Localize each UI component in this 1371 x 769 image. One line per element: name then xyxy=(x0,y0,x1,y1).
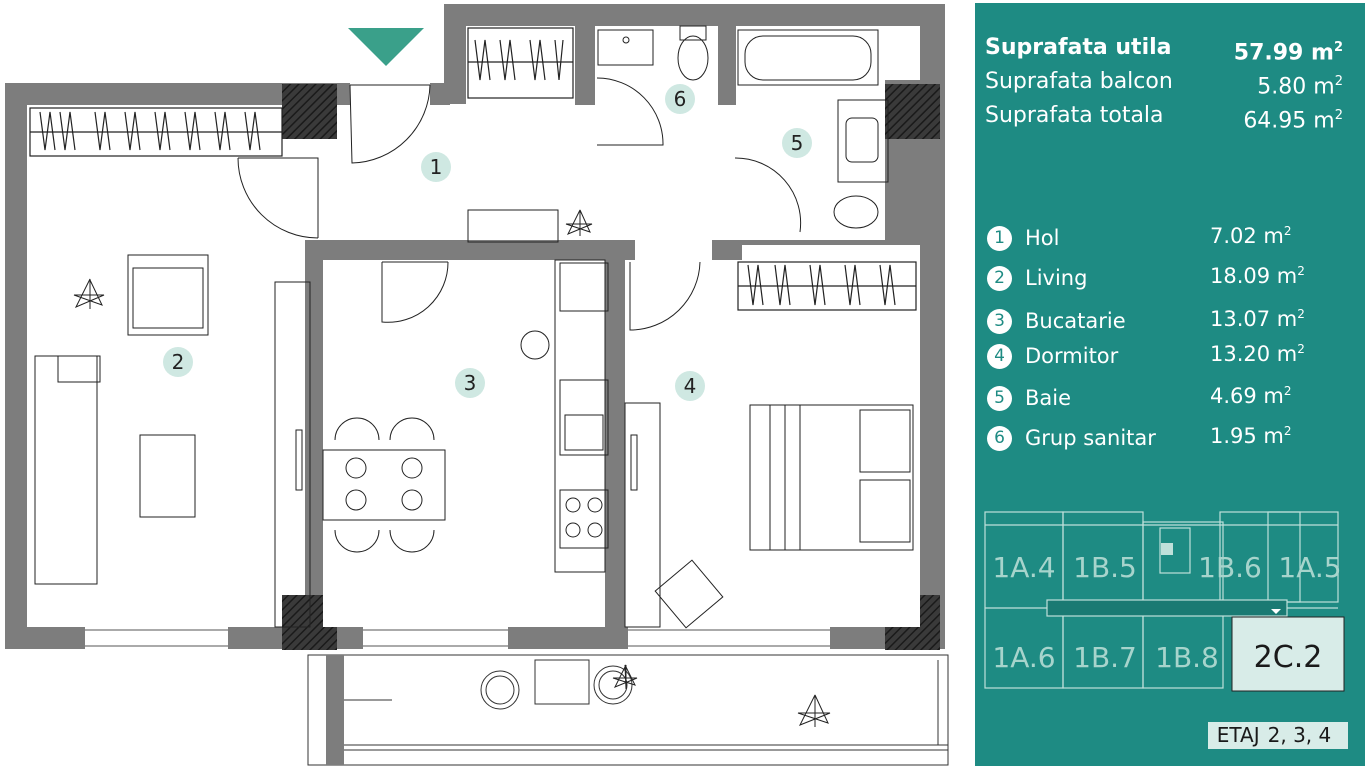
marker-label: 5 xyxy=(791,131,804,155)
sanitary-fixtures xyxy=(597,25,889,229)
marker-label: 6 xyxy=(674,87,687,111)
room-row-hol: 1 Hol 7.02 m2 xyxy=(987,224,1317,254)
info-panel: Suprafata utila 57.99 m2 Suprafata balco… xyxy=(975,3,1365,766)
marker-label: 2 xyxy=(172,350,185,374)
marker-baie xyxy=(782,128,812,158)
room-row-grup-sanitar: 6 Grup sanitar 1.95 m2 xyxy=(987,424,1317,454)
marker-label: 4 xyxy=(684,374,697,398)
plant-icons xyxy=(73,209,831,727)
unit-label: 1B.7 xyxy=(1073,641,1137,674)
floor-value: 2, 3, 4 xyxy=(1267,723,1332,747)
suprafata-utila-label: Suprafata utila xyxy=(985,35,1172,60)
highlighted-unit-label: 2C.2 xyxy=(1254,640,1323,675)
room-row-dormitor: 4 Dormitor 13.20 m2 xyxy=(987,342,1317,372)
unit-label: 1B.8 xyxy=(1155,641,1219,674)
marker-bucatarie xyxy=(455,368,485,398)
doors xyxy=(237,77,802,331)
suprafata-totala-value: 64.95 m2 xyxy=(1243,108,1343,134)
entry-arrow-icon xyxy=(348,28,424,66)
building-key-plan: 1A.4 1B.5 1B.6 1A.5 1A.6 1B.7 1B.8 2C.2 xyxy=(984,511,1345,692)
unit-label: 1B.5 xyxy=(1073,551,1137,584)
bedroom-furniture xyxy=(624,402,914,629)
room-markers: 1 2 3 4 5 6 xyxy=(163,84,812,401)
floor-label: ETAJ xyxy=(1216,723,1260,747)
marker-label: 1 xyxy=(430,155,443,179)
unit-label: 1A.6 xyxy=(992,641,1055,674)
marker-living xyxy=(163,347,193,377)
floor-indicator: ETAJ 2, 3, 4 xyxy=(1208,722,1348,749)
marker-hol xyxy=(421,152,451,182)
marker-label: 3 xyxy=(464,371,477,395)
windows xyxy=(85,629,830,647)
wardrobes xyxy=(29,27,917,311)
room-row-living: 2 Living 18.09 m2 xyxy=(987,264,1317,294)
suprafata-balcon-label: Suprafata balcon xyxy=(985,69,1173,94)
kitchen-furniture xyxy=(322,259,609,573)
unit-label: 1A.4 xyxy=(992,551,1055,584)
suprafata-balcon-value: 5.80 m2 xyxy=(1257,74,1343,100)
balcony xyxy=(307,654,949,766)
room-row-baie: 5 Baie 4.69 m2 xyxy=(987,384,1317,414)
marker-dormitor xyxy=(675,371,705,401)
unit-label: 1A.5 xyxy=(1278,551,1341,584)
floor-plan: 1 2 3 4 5 6 xyxy=(5,4,949,766)
living-furniture xyxy=(34,209,559,628)
suprafata-utila-value: 57.99 m2 xyxy=(1233,40,1343,66)
unit-label: 1B.6 xyxy=(1198,551,1262,584)
marker-grup-sanitar xyxy=(665,84,695,114)
suprafata-totala-label: Suprafata totala xyxy=(985,103,1164,128)
room-row-bucatarie: 3 Bucatarie 13.07 m2 xyxy=(987,307,1317,337)
